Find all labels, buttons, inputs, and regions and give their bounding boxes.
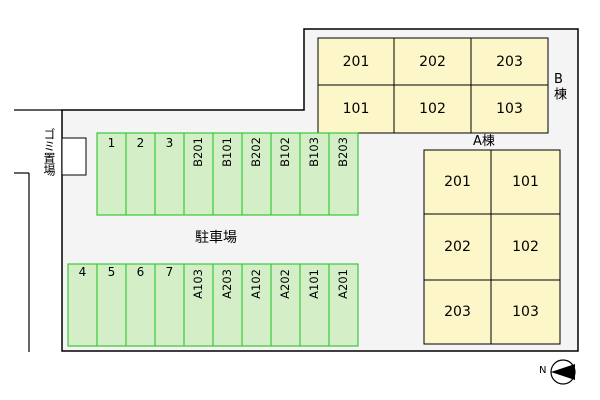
parking-top-row	[96, 132, 359, 216]
parking-slot-a102: A102	[249, 269, 263, 299]
compass-north-label: N	[539, 365, 547, 376]
parking-slot-7: 7	[165, 265, 174, 279]
unit-b-203: 203	[496, 53, 523, 70]
compass-icon	[550, 359, 576, 385]
building-b	[317, 37, 549, 134]
building-b-label: B棟	[551, 72, 566, 100]
parking-slot-6: 6	[136, 265, 145, 279]
unit-a-103: 103	[512, 304, 539, 320]
parking-slot-a103: A103	[191, 269, 205, 299]
parking-slot-a201: A201	[336, 269, 350, 299]
parking-slot-b102: B102	[278, 137, 292, 167]
parking-slot-a203: A203	[220, 269, 234, 299]
garbage-area	[61, 137, 87, 176]
parking-slot-b203: B203	[336, 137, 350, 167]
parking-slot-b202: B202	[249, 137, 263, 167]
unit-b-201: 201	[342, 53, 370, 70]
unit-b-202: 202	[419, 53, 446, 70]
parking-label: 駐車場	[195, 230, 237, 246]
garbage-area-label: ゴミ置場	[42, 128, 56, 176]
parking-slot-b103: B103	[307, 137, 321, 167]
parking-slot-b101: B101	[220, 137, 234, 167]
building-a-label: A棟	[473, 134, 495, 149]
unit-b-102: 102	[419, 101, 446, 117]
parking-slot-2: 2	[136, 136, 145, 150]
unit-a-202: 202	[444, 239, 471, 255]
parking-slot-3: 3	[165, 136, 174, 150]
unit-a-101: 101	[512, 174, 539, 190]
parking-bottom-row	[67, 263, 359, 347]
unit-a-203: 203	[444, 304, 471, 320]
parking-slot-a101: A101	[307, 269, 321, 299]
unit-a-102: 102	[512, 239, 539, 255]
parking-slot-a202: A202	[278, 269, 292, 299]
parking-slot-1: 1	[107, 136, 116, 150]
parking-slot-b201: B201	[191, 137, 205, 167]
parking-slot-4: 4	[78, 265, 87, 279]
unit-b-103: 103	[496, 101, 523, 117]
unit-b-101: 101	[342, 101, 370, 117]
building-a	[423, 149, 561, 345]
unit-a-201: 201	[444, 174, 471, 190]
parking-slot-5: 5	[107, 265, 116, 279]
